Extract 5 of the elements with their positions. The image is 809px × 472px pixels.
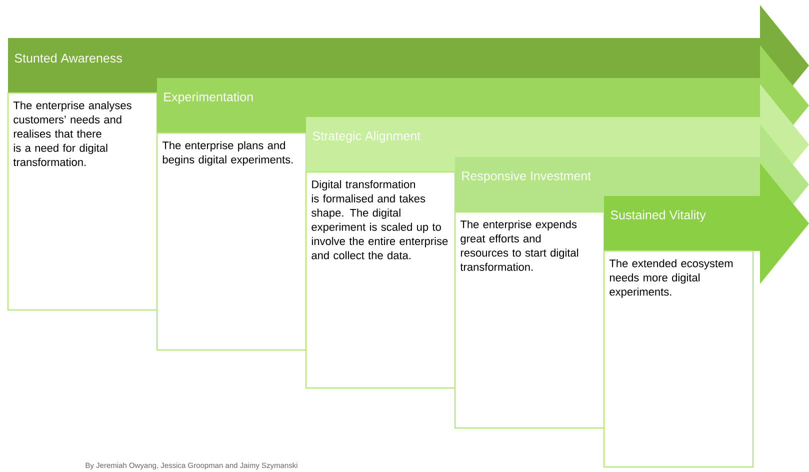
text-box: The enterprise plans and begins digital experiments. [156,132,307,351]
text-box: Digital transformation is formalised and takes shape. The digital experiment is scaled up to involve the entire enterprise and collect the data. [305,171,456,389]
text-box: The extended ecosystem needs more digital experiments. [603,250,754,468]
text-box: The enterprise analyses customers’ needs and realises that there is a need for digital transformation. [7,92,158,311]
text-box: The enterprise expends great efforts and resources to start digital transformation. [454,211,605,429]
